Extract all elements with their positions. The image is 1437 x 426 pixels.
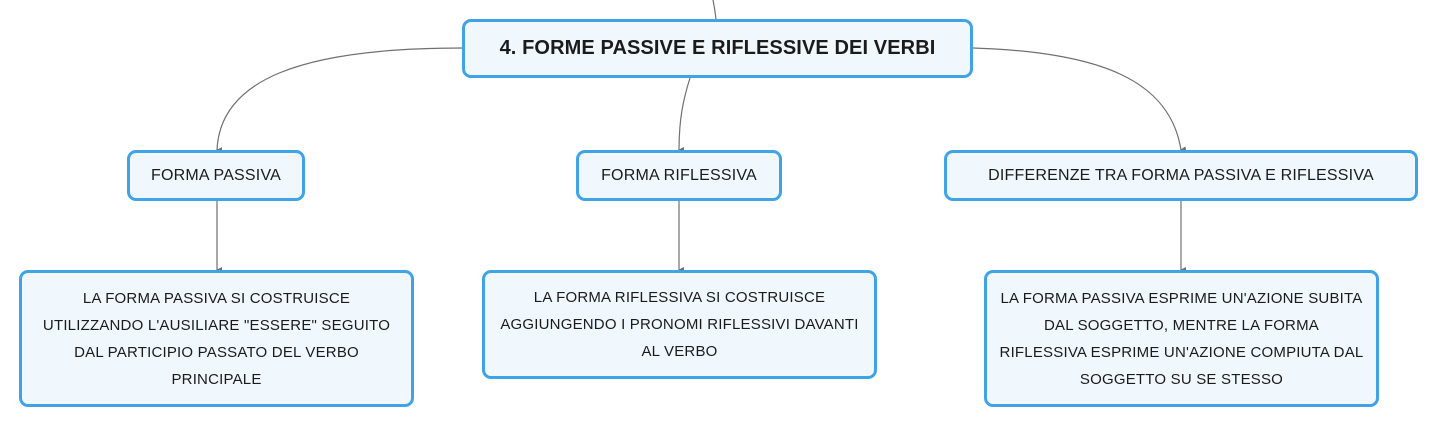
connector-root-to-differenze bbox=[972, 47, 1187, 153]
connector-root-to-forma-riflessiva bbox=[678, 77, 691, 154]
root-node[interactable]: 4. FORME PASSIVE E RIFLESSIVE DEI VERBI bbox=[462, 19, 973, 78]
topic-node-forma-riflessiva[interactable]: FORMA RIFLESSIVA bbox=[576, 150, 782, 201]
detail-node-forma-riflessiva[interactable]: LA FORMA RIFLESSIVA SI COSTRUISCE AGGIUN… bbox=[482, 270, 877, 379]
connector-root-to-forma-passiva bbox=[216, 47, 463, 154]
topic-label: FORMA RIFLESSIVA bbox=[601, 166, 757, 184]
detail-text: LA FORMA PASSIVA ESPRIME UN'AZIONE SUBIT… bbox=[999, 289, 1364, 388]
detail-text: LA FORMA RIFLESSIVA SI COSTRUISCE AGGIUN… bbox=[500, 289, 859, 360]
detail-node-differenze[interactable]: LA FORMA PASSIVA ESPRIME UN'AZIONE SUBIT… bbox=[984, 270, 1379, 407]
detail-node-forma-passiva[interactable]: LA FORMA PASSIVA SI COSTRUISCE UTILIZZAN… bbox=[19, 270, 414, 407]
topic-node-forma-passiva[interactable]: FORMA PASSIVA bbox=[127, 150, 305, 201]
topic-label: DIFFERENZE TRA FORMA PASSIVA E RIFLESSIV… bbox=[988, 166, 1374, 184]
detail-text: LA FORMA PASSIVA SI COSTRUISCE UTILIZZAN… bbox=[42, 289, 391, 388]
connector-parent-to-root bbox=[712, 0, 717, 20]
topic-label: FORMA PASSIVA bbox=[150, 166, 282, 184]
topic-node-differenze[interactable]: DIFFERENZE TRA FORMA PASSIVA E RIFLESSIV… bbox=[944, 150, 1418, 201]
root-node-label: 4. FORME PASSIVE E RIFLESSIVE DEI VERBI bbox=[499, 37, 936, 59]
